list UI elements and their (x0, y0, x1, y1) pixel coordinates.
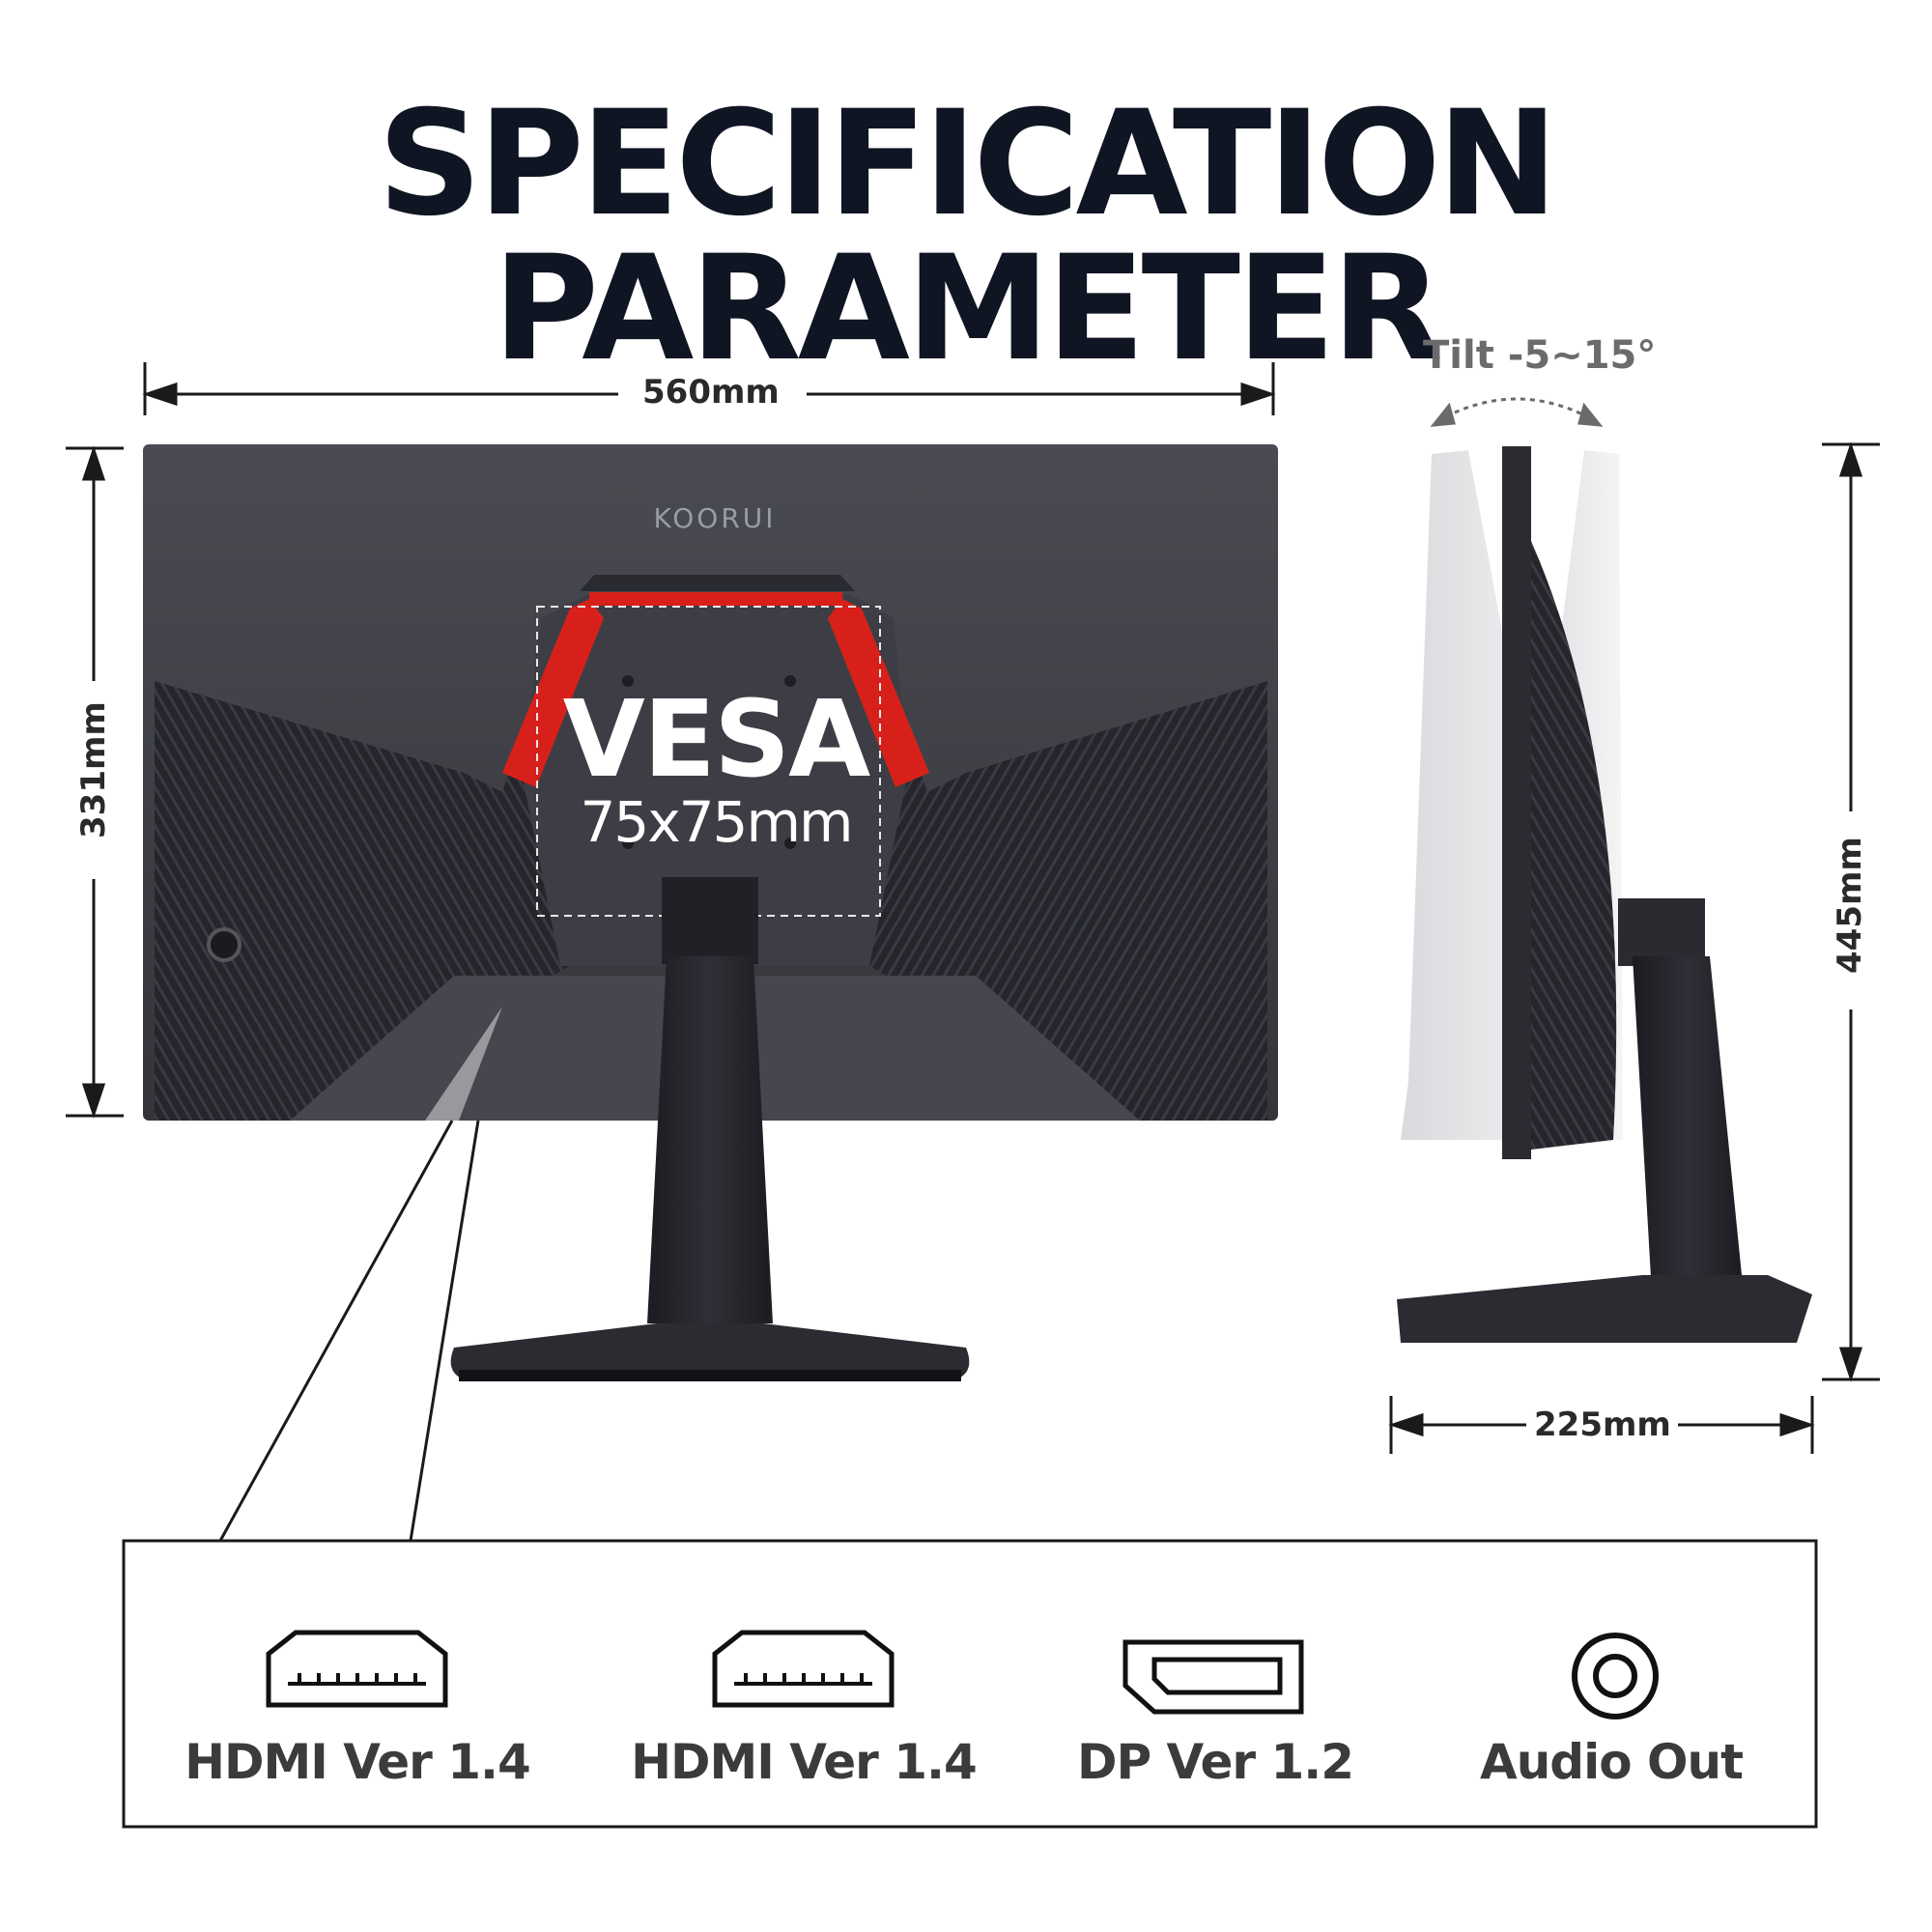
monitor-stand-rear (450, 877, 970, 1381)
port-label-hdmi-1: HDMI Ver 1.4 (185, 1734, 531, 1790)
vesa-label: VESA (562, 677, 871, 801)
width-label: 560mm (642, 373, 780, 412)
hdmi-port-icon (266, 1630, 448, 1708)
displayport-icon (1122, 1639, 1304, 1715)
ports-panel (122, 1539, 1818, 1829)
port-label-hdmi-2: HDMI Ver 1.4 (631, 1734, 978, 1790)
depth-label: 225mm (1534, 1406, 1671, 1444)
monitor-side-view (1397, 446, 1812, 1343)
brand-logo: KOORUI (653, 502, 777, 534)
hdmi-port-icon (712, 1630, 895, 1708)
vesa-size: 75x75mm (580, 789, 854, 855)
tilt-arc (1430, 397, 1604, 427)
total-height-label: 445mm (1831, 837, 1869, 974)
depth-dimension-line (1388, 1396, 1815, 1454)
width-dimension-line (142, 362, 1276, 415)
port-label-audio: Audio Out (1480, 1734, 1744, 1790)
callout-lines (218, 1007, 502, 1542)
port-label-dp: DP Ver 1.2 (1076, 1734, 1354, 1790)
height-dimension-line (66, 445, 124, 1119)
page-title: SPECIFICATION PARAMETER (377, 80, 1558, 393)
tilt-label: Tilt -5~15° (1423, 333, 1657, 378)
monitor-rear-view (143, 444, 1278, 1121)
audio-jack-icon (1572, 1633, 1659, 1719)
total-height-dimension-line (1822, 441, 1880, 1382)
height-label: 331mm (74, 701, 113, 838)
